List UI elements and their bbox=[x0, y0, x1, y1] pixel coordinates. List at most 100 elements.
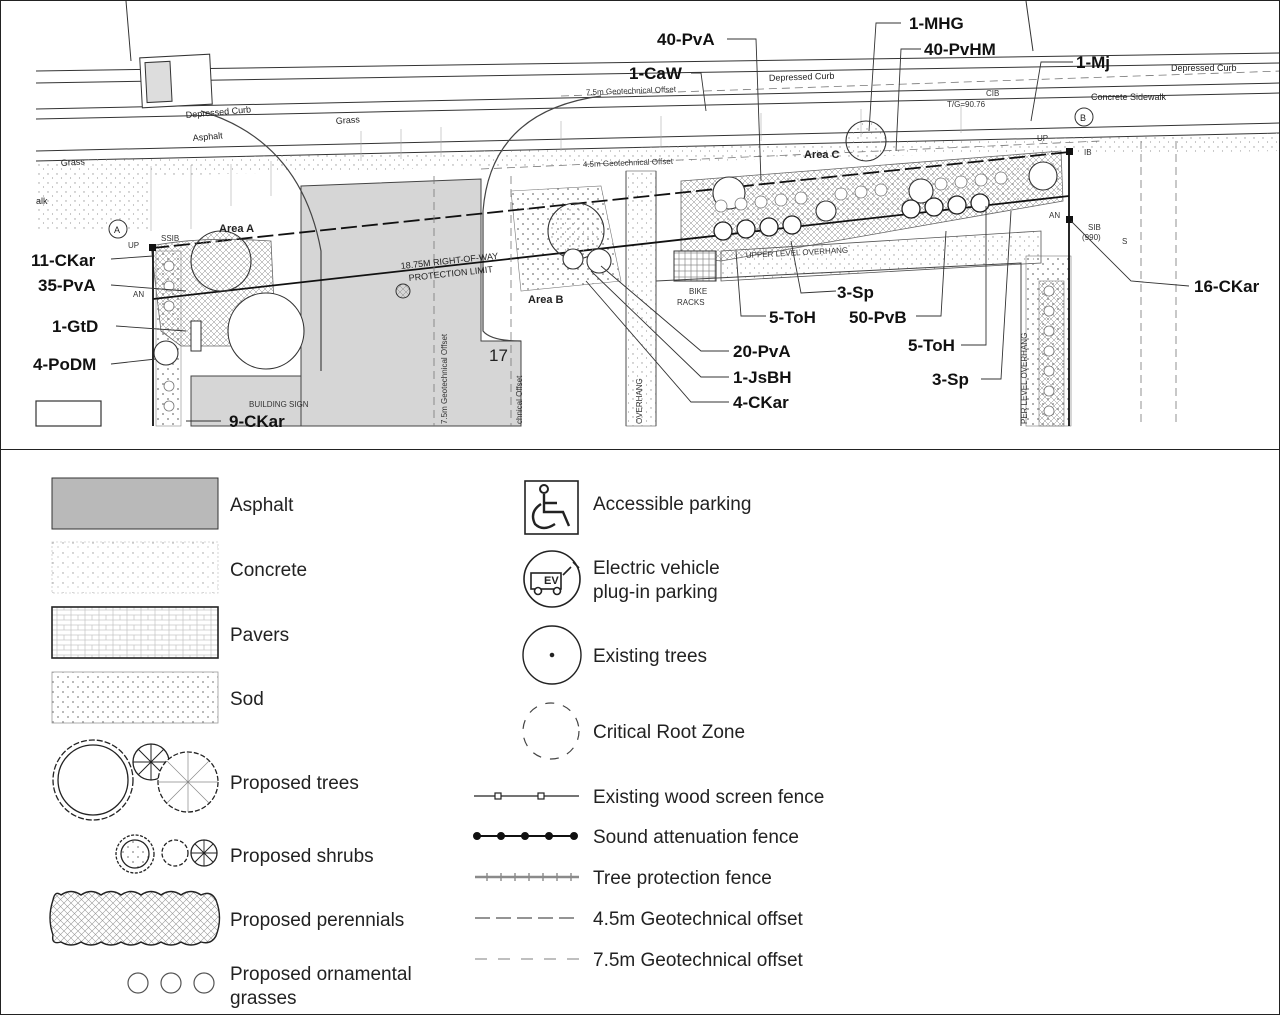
proposed-trees-symbol bbox=[52, 739, 219, 821]
plan-annotations: Depressed Curb Depressed Curb Depressed … bbox=[36, 63, 1237, 424]
pavers-swatch bbox=[51, 606, 219, 659]
bike-racks bbox=[673, 250, 717, 282]
proposed-perennials-symbol bbox=[49, 890, 221, 946]
label-an-b: AN bbox=[1049, 211, 1060, 220]
legend-panel: Asphalt Concrete Pavers Sod Proposed tre… bbox=[0, 450, 1280, 1015]
existing-trees-symbol bbox=[522, 625, 582, 685]
shrub-row bbox=[713, 193, 990, 241]
proposed-tree-canopies bbox=[153, 120, 1058, 370]
label-bike-1: BIKE bbox=[689, 287, 707, 296]
label-building-sign: BUILDING SIGN bbox=[249, 400, 309, 409]
label-an-a: AN bbox=[133, 290, 144, 299]
wood-fence-symbol bbox=[474, 792, 579, 800]
legend-proposed-trees-label: Proposed trees bbox=[230, 773, 359, 794]
label-area-a: Area A bbox=[219, 223, 254, 235]
callout-35-pva: 35-PvA bbox=[38, 276, 96, 295]
callout-40-pva: 40-PvA bbox=[657, 30, 715, 49]
label-overhang-vertical: OVERHANG bbox=[635, 378, 644, 424]
ornamental-grass-row bbox=[163, 171, 1055, 417]
sod-swatch bbox=[51, 671, 219, 724]
callout-50-pvb: 50-PvB bbox=[849, 308, 907, 327]
label-tg: T/G=90.76 bbox=[947, 100, 986, 109]
concrete-swatch bbox=[51, 541, 219, 594]
label-depressed-curb-mid: Depressed Curb bbox=[769, 71, 835, 83]
label-point-a: A bbox=[114, 225, 120, 235]
label-ib: IB bbox=[1084, 148, 1092, 157]
label-ssib: SSIB bbox=[161, 234, 179, 243]
callout-3-sp-a: 3-Sp bbox=[837, 283, 874, 302]
asphalt-driveway bbox=[300, 178, 522, 427]
legend-critical-root-zone-label: Critical Root Zone bbox=[593, 722, 745, 743]
callout-1-mj: 1-Mj bbox=[1076, 53, 1110, 72]
label-s-mark: S bbox=[1122, 237, 1127, 246]
site-plan-drawing: 11-CKar 35-PvA 1-GtD 4-PoDM 9-CKar 40-Pv… bbox=[31, 1, 1279, 431]
callout-9-ckar: 9-CKar bbox=[229, 412, 285, 431]
label-grass-a: Grass bbox=[60, 156, 85, 168]
proposed-shrubs-symbol bbox=[115, 834, 218, 874]
legend-geo-45-label: 4.5m Geotechnical offset bbox=[593, 909, 804, 930]
callout-1-gtd: 1-GtD bbox=[52, 317, 98, 336]
label-grass-b: Grass bbox=[335, 114, 360, 126]
label-cib: CIB bbox=[986, 89, 999, 98]
accessible-parking-icon bbox=[524, 480, 579, 535]
label-sib-2: (990) bbox=[1082, 233, 1101, 242]
critical-root-zone-symbol bbox=[522, 702, 580, 760]
label-upper-overhang-vertical: PER LEVEL OVERHANG bbox=[1020, 333, 1029, 424]
leader-lines bbox=[110, 22, 1190, 422]
label-point-b: B bbox=[1080, 113, 1086, 123]
legend-accessible-parking-label: Accessible parking bbox=[593, 494, 751, 515]
building-sign bbox=[190, 320, 202, 352]
legend-geo-75-label: 7.5m Geotechnical offset bbox=[593, 950, 804, 971]
asphalt-parking bbox=[190, 375, 302, 427]
legend-ev-label-1: Electric vehicle bbox=[593, 558, 720, 579]
legend-ornamental-label-2: grasses bbox=[230, 988, 297, 1009]
callout-5-toh-a: 5-ToH bbox=[769, 308, 816, 327]
label-bike-2: RACKS bbox=[677, 298, 705, 307]
label-area-c: Area C bbox=[804, 149, 840, 161]
label-area-b: Area B bbox=[528, 294, 564, 306]
tree-protection-fence-symbol bbox=[475, 873, 579, 881]
legend-concrete-label: Concrete bbox=[230, 560, 307, 581]
ev-icon-text: EV bbox=[544, 575, 559, 587]
label-lot-17: 17 bbox=[489, 346, 508, 365]
legend-sod-label: Sod bbox=[230, 689, 264, 710]
label-concrete-sidewalk: Concrete Sidewalk bbox=[1091, 92, 1167, 102]
legend-proposed-shrubs-label: Proposed shrubs bbox=[230, 846, 374, 867]
label-up-b: UP bbox=[1037, 134, 1048, 143]
legend-existing-trees-label: Existing trees bbox=[593, 646, 707, 667]
geotechnical-offset-lines bbox=[433, 70, 1279, 426]
site-plan-panel: 11-CKar 35-PvA 1-GtD 4-PoDM 9-CKar 40-Pv… bbox=[0, 0, 1280, 450]
sidewalk-joints bbox=[150, 105, 962, 231]
ornamental-grasses-symbol bbox=[127, 972, 215, 994]
legend-proposed-perennials-label: Proposed perennials bbox=[230, 910, 404, 931]
callout-1-jsbh: 1-JsBH bbox=[733, 368, 792, 387]
label-up-a: UP bbox=[128, 241, 139, 250]
legend-tree-protection-label: Tree protection fence bbox=[593, 868, 772, 889]
legend-sound-fence-label: Sound attenuation fence bbox=[593, 827, 799, 848]
label-geo-75-vertical: 7.5m Geotechnical Offset bbox=[440, 333, 449, 424]
sound-fence-symbol bbox=[473, 832, 578, 840]
label-geo-vertical-2: chnical Offset bbox=[515, 375, 524, 424]
callout-1-mhg: 1-MHG bbox=[909, 14, 964, 33]
label-depressed-curb-right: Depressed Curb bbox=[1171, 63, 1237, 73]
label-asphalt: Asphalt bbox=[192, 130, 223, 143]
label-sib-1: SIB bbox=[1088, 223, 1101, 232]
legend-wood-fence-label: Existing wood screen fence bbox=[593, 787, 824, 808]
label-geo-75-top: 7.5m Geotechnical Offset bbox=[586, 85, 677, 97]
callout-4-podm: 4-PoDM bbox=[33, 355, 96, 374]
sidewalk-concrete bbox=[36, 133, 1279, 231]
legend-ornamental-label-1: Proposed ornamental bbox=[230, 964, 412, 985]
asphalt-swatch bbox=[51, 477, 219, 530]
callout-5-toh-b: 5-ToH bbox=[908, 336, 955, 355]
legend-asphalt-label: Asphalt bbox=[230, 495, 294, 516]
legend-drawing: Asphalt Concrete Pavers Sod Proposed tre… bbox=[49, 477, 824, 1009]
callout-1-caw: 1-CaW bbox=[629, 64, 683, 83]
point-a-marker bbox=[108, 219, 128, 239]
truck-icon bbox=[139, 53, 213, 109]
label-walk: alk bbox=[36, 196, 48, 206]
point-b-marker bbox=[1074, 107, 1094, 127]
callout-16-ckar: 16-CKar bbox=[1194, 277, 1260, 296]
callout-4-ckar: 4-CKar bbox=[733, 393, 789, 412]
ev-charging-icon bbox=[523, 550, 581, 608]
callout-3-sp-b: 3-Sp bbox=[932, 370, 969, 389]
